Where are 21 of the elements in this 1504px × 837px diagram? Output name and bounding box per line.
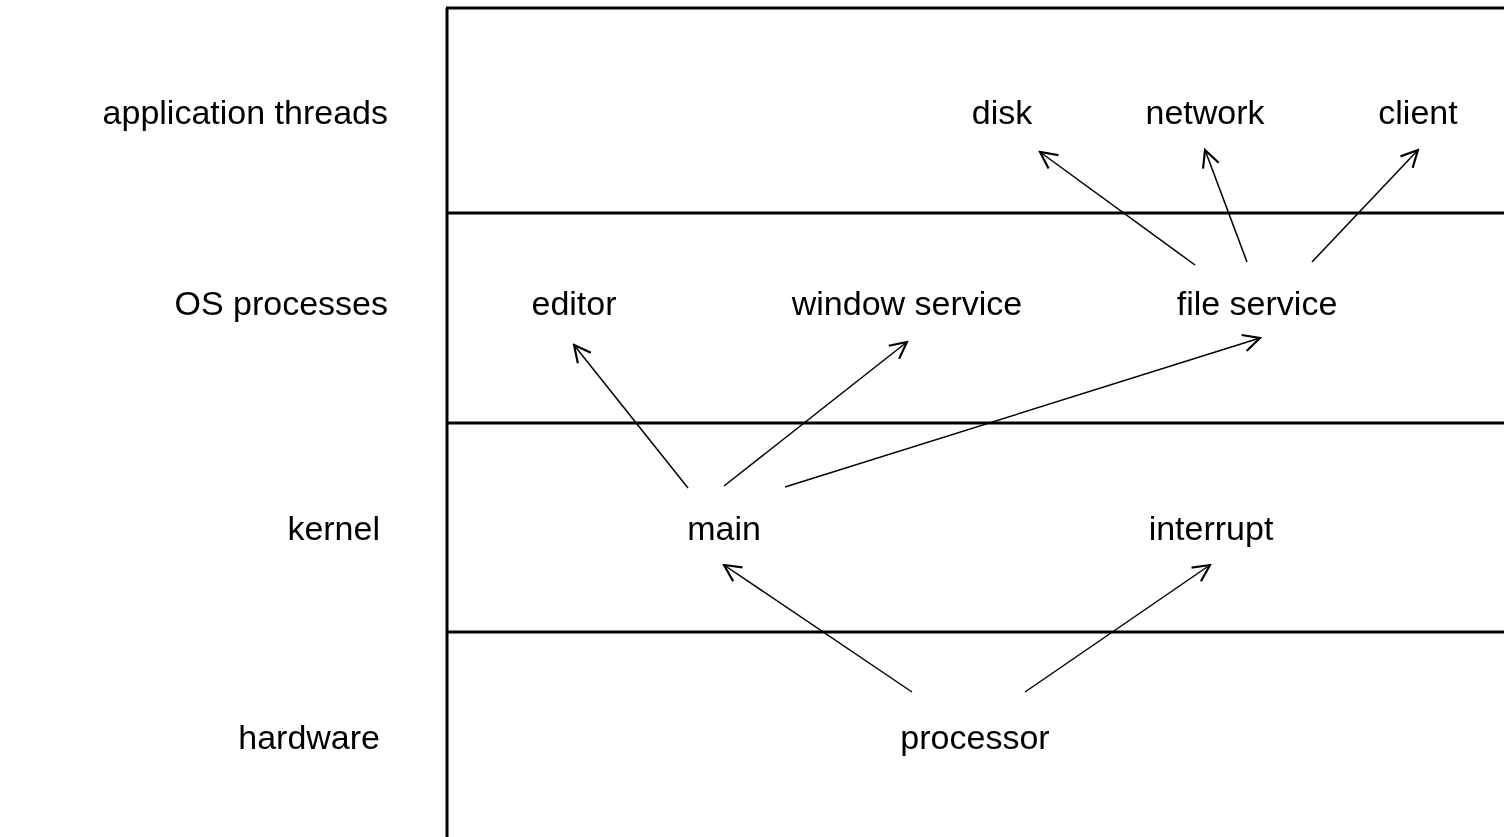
node-label: processor bbox=[900, 717, 1050, 757]
layer-label: kernel bbox=[287, 508, 380, 548]
node-label: interrupt bbox=[1148, 508, 1274, 548]
arrow bbox=[784, 333, 1262, 488]
node-label: network bbox=[1145, 92, 1265, 132]
layer-label: application threads bbox=[102, 92, 388, 132]
arrow bbox=[1311, 148, 1420, 263]
arrow bbox=[572, 343, 689, 489]
node-label: editor bbox=[531, 283, 617, 323]
node-label: file service bbox=[1176, 283, 1338, 323]
arrow bbox=[723, 340, 909, 487]
layer-label: hardware bbox=[238, 717, 380, 757]
node-label: client bbox=[1378, 92, 1458, 132]
node-label: window service bbox=[791, 283, 1023, 323]
layer-label: OS processes bbox=[174, 283, 388, 323]
node-label: disk bbox=[971, 92, 1033, 132]
node-label: main bbox=[687, 508, 761, 548]
arrow bbox=[1038, 150, 1196, 266]
arrow bbox=[1024, 563, 1212, 693]
arrow bbox=[722, 563, 913, 693]
arrow bbox=[1201, 148, 1248, 263]
